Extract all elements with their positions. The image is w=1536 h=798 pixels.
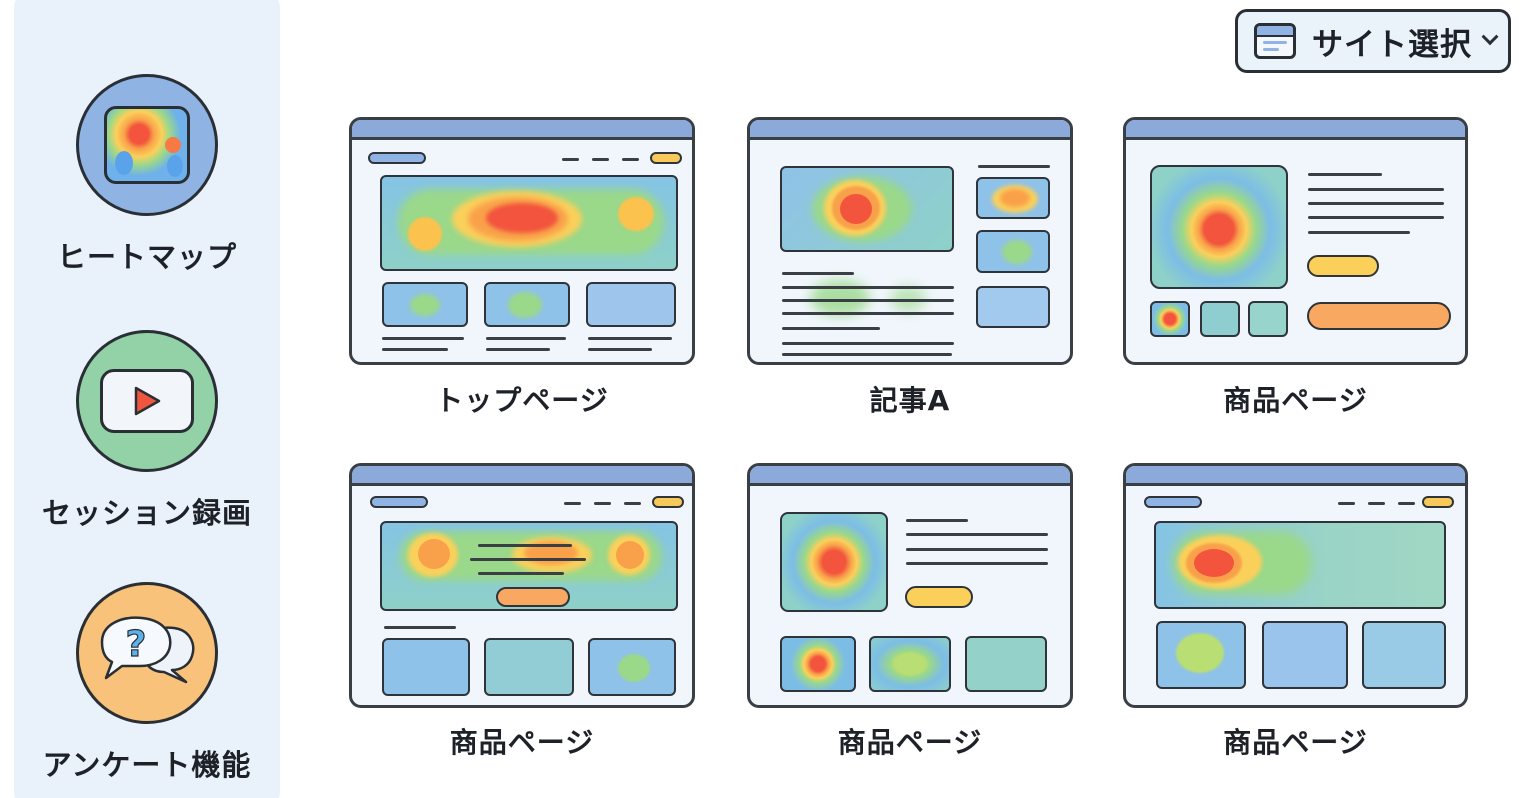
- thumbnail-box: [588, 638, 676, 696]
- chevron-down-icon: [1481, 28, 1499, 46]
- product-thumb: [965, 636, 1047, 692]
- thumbnail-box: [1362, 621, 1446, 689]
- page-card-product-4[interactable]: 商品ページ: [1123, 463, 1468, 763]
- cta-pill: [496, 587, 570, 607]
- page-label: 商品ページ: [449, 726, 595, 759]
- page-thumbnail: [747, 463, 1073, 708]
- page-card-product[interactable]: 商品ページ: [1123, 117, 1468, 417]
- thumbnail-box: [382, 638, 470, 696]
- buy-now-pill: [1307, 302, 1451, 330]
- page-label: 商品ページ: [1223, 726, 1368, 759]
- page-label: 商品ページ: [837, 726, 983, 759]
- page-thumbnail: [747, 117, 1073, 365]
- window-titlebar: [1126, 466, 1465, 486]
- nav-button: [652, 496, 684, 508]
- sidebar: ヒートマップ セッション録画 ? アンケート機能: [14, 0, 280, 798]
- sidebar-item-survey[interactable]: ? アンケート機能: [14, 582, 280, 784]
- question-chat-icon: ?: [76, 582, 218, 724]
- window-titlebar: [352, 466, 692, 486]
- svg-text:?: ?: [126, 624, 147, 665]
- product-image-heatmap: [1150, 165, 1288, 289]
- thumbnail-box: [586, 282, 676, 327]
- thumbnail-box: [1262, 621, 1348, 689]
- sidebar-thumb: [976, 230, 1050, 273]
- window-titlebar: [750, 466, 1070, 486]
- page-thumbnail: [1123, 463, 1468, 708]
- sidebar-item-heatmap[interactable]: ヒートマップ: [14, 74, 280, 276]
- page-card-product-2[interactable]: 商品ページ: [349, 463, 695, 763]
- play-icon: [134, 386, 161, 416]
- window-titlebar: [352, 120, 692, 140]
- page-label: 商品ページ: [1223, 384, 1368, 417]
- sidebar-item-label: ヒートマップ: [56, 240, 237, 274]
- product-thumb: [1150, 301, 1190, 337]
- article-hero-heatmap: [780, 166, 954, 252]
- nav-logo: [368, 152, 426, 164]
- thumbnail-box: [1156, 621, 1246, 689]
- page-card-top[interactable]: トップページ: [349, 117, 695, 417]
- play-video-icon: [76, 330, 218, 472]
- sidebar-item-session-recording[interactable]: セッション録画: [14, 330, 280, 532]
- nav-logo: [1144, 496, 1202, 508]
- nav-logo: [370, 496, 428, 508]
- sidebar-thumb: [976, 177, 1050, 219]
- browser-window-icon: [1254, 23, 1296, 59]
- page-label: 記事A: [869, 384, 951, 417]
- thumbnail-box: [382, 282, 468, 327]
- site-select-dropdown[interactable]: サイト選択: [1235, 9, 1511, 73]
- sidebar-item-label: アンケート機能: [42, 748, 252, 782]
- product-image-heatmap: [780, 512, 888, 612]
- thumbnail-box: [484, 638, 574, 696]
- add-to-cart-pill: [1307, 255, 1379, 277]
- nav-button: [650, 152, 682, 164]
- hero-heatmap: [380, 175, 678, 271]
- page-card-article[interactable]: 記事A: [747, 117, 1073, 417]
- page-card-product-3[interactable]: 商品ページ: [747, 463, 1073, 763]
- product-thumb: [1200, 301, 1240, 337]
- thumbnail-box: [484, 282, 570, 327]
- heatmap-icon: [76, 74, 218, 216]
- product-thumb: [1248, 301, 1288, 337]
- product-thumb: [780, 636, 856, 692]
- page-thumbnail: [349, 463, 695, 708]
- add-to-cart-pill: [905, 586, 973, 608]
- window-titlebar: [1126, 120, 1465, 140]
- site-select-label: サイト選択: [1312, 26, 1472, 63]
- hero-heatmap: [380, 521, 678, 611]
- product-thumb: [869, 636, 951, 692]
- page-thumbnail: [349, 117, 695, 365]
- hero-heatmap: [1154, 521, 1446, 609]
- page-thumbnail: [1123, 117, 1468, 365]
- window-titlebar: [750, 120, 1070, 140]
- sidebar-item-label: セッション録画: [41, 496, 252, 530]
- sidebar-thumb: [976, 286, 1050, 328]
- page-label: トップページ: [435, 384, 609, 417]
- nav-button: [1422, 496, 1454, 508]
